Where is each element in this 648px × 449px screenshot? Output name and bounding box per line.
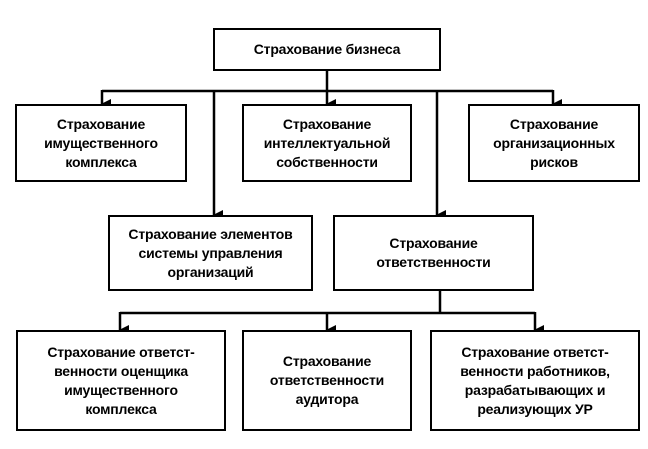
node-label: Страхование организационных рисков [493, 115, 615, 170]
node-business-insurance: Страхование бизнеса [213, 28, 441, 71]
node-label: Страхование ответст- венности работников… [460, 343, 610, 417]
node-property-complex: Страхование имущественного комплекса [15, 104, 187, 182]
node-label: Страхование бизнеса [253, 41, 401, 57]
node-workers-liability: Страхование ответст- венности работников… [430, 330, 640, 431]
node-label: Страхование элементов системы управления… [128, 225, 293, 280]
node-label: Страхование ответственности аудитора [269, 353, 385, 407]
node-label: Страхование интеллектуальной собственнос… [263, 115, 391, 170]
node-auditor-liability: Страхование ответственности аудитора [242, 330, 412, 431]
node-label: Страхование имущественного комплекса [44, 115, 158, 170]
node-label: Страхование ответст- венности оценщика и… [47, 343, 195, 417]
node-label: Страхование ответственности [376, 235, 491, 270]
node-liability: Страхование ответственности [333, 215, 534, 291]
node-intellectual-property: Страхование интеллектуальной собственнос… [242, 104, 412, 182]
node-management-system: Страхование элементов системы управления… [108, 215, 313, 291]
node-appraiser-liability: Страхование ответст- венности оценщика и… [16, 330, 226, 431]
node-organizational-risks: Страхование организационных рисков [468, 104, 640, 182]
